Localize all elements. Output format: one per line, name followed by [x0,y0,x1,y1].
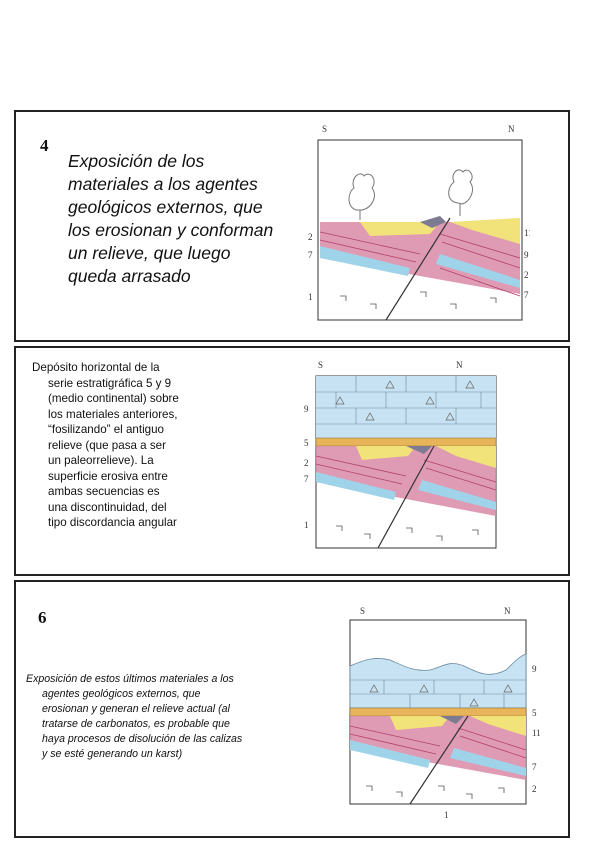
stage-number: 4 [40,136,49,155]
svg-text:5: 5 [304,438,309,448]
svg-text:7: 7 [308,250,313,260]
svg-text:S: S [318,360,323,370]
stage-description: Exposición de estos últimos materiales a… [26,673,243,760]
svg-text:11: 11 [532,728,541,738]
svg-text:1: 1 [304,520,309,530]
svg-text:2: 2 [524,270,529,280]
svg-text:9: 9 [524,250,529,260]
svg-text:N: N [456,360,463,370]
svg-text:2: 2 [532,784,537,794]
geologic-cross-section-6: S N 9 5 11 7 [349,606,541,820]
stage-6-panel: 6 Exposición de estos últimos materiales… [14,580,570,838]
north-label: N [508,124,515,134]
stage-5-panel: Depósito horizontal de la serie estratig… [14,346,570,576]
svg-text:1: 1 [444,810,449,820]
tree-icon [448,169,473,216]
svg-text:7: 7 [304,474,309,484]
stage-description: Depósito horizontal de la serie estratig… [32,361,179,529]
geologic-cross-section-5: S N [304,360,497,549]
stage-4-panel: 4 Exposición de los materiales a los age… [14,110,570,342]
svg-text:1: 1 [308,292,313,302]
svg-text:S: S [360,606,365,616]
svg-text:2: 2 [308,232,313,242]
svg-text:7: 7 [524,290,529,300]
svg-text:5: 5 [532,708,537,718]
svg-text:9: 9 [304,404,309,414]
svg-text:2: 2 [304,458,309,468]
tree-icon [348,173,375,220]
svg-text:N: N [504,606,511,616]
geologic-cross-section-4: S N 2 7 1 [308,124,530,321]
svg-text:9: 9 [532,664,537,674]
svg-text:7: 7 [532,762,537,772]
south-label: S [322,124,327,134]
stage-number: 6 [38,608,47,627]
svg-text:11: 11 [524,228,530,238]
stage-description: Exposición de los materiales a los agent… [68,151,274,286]
